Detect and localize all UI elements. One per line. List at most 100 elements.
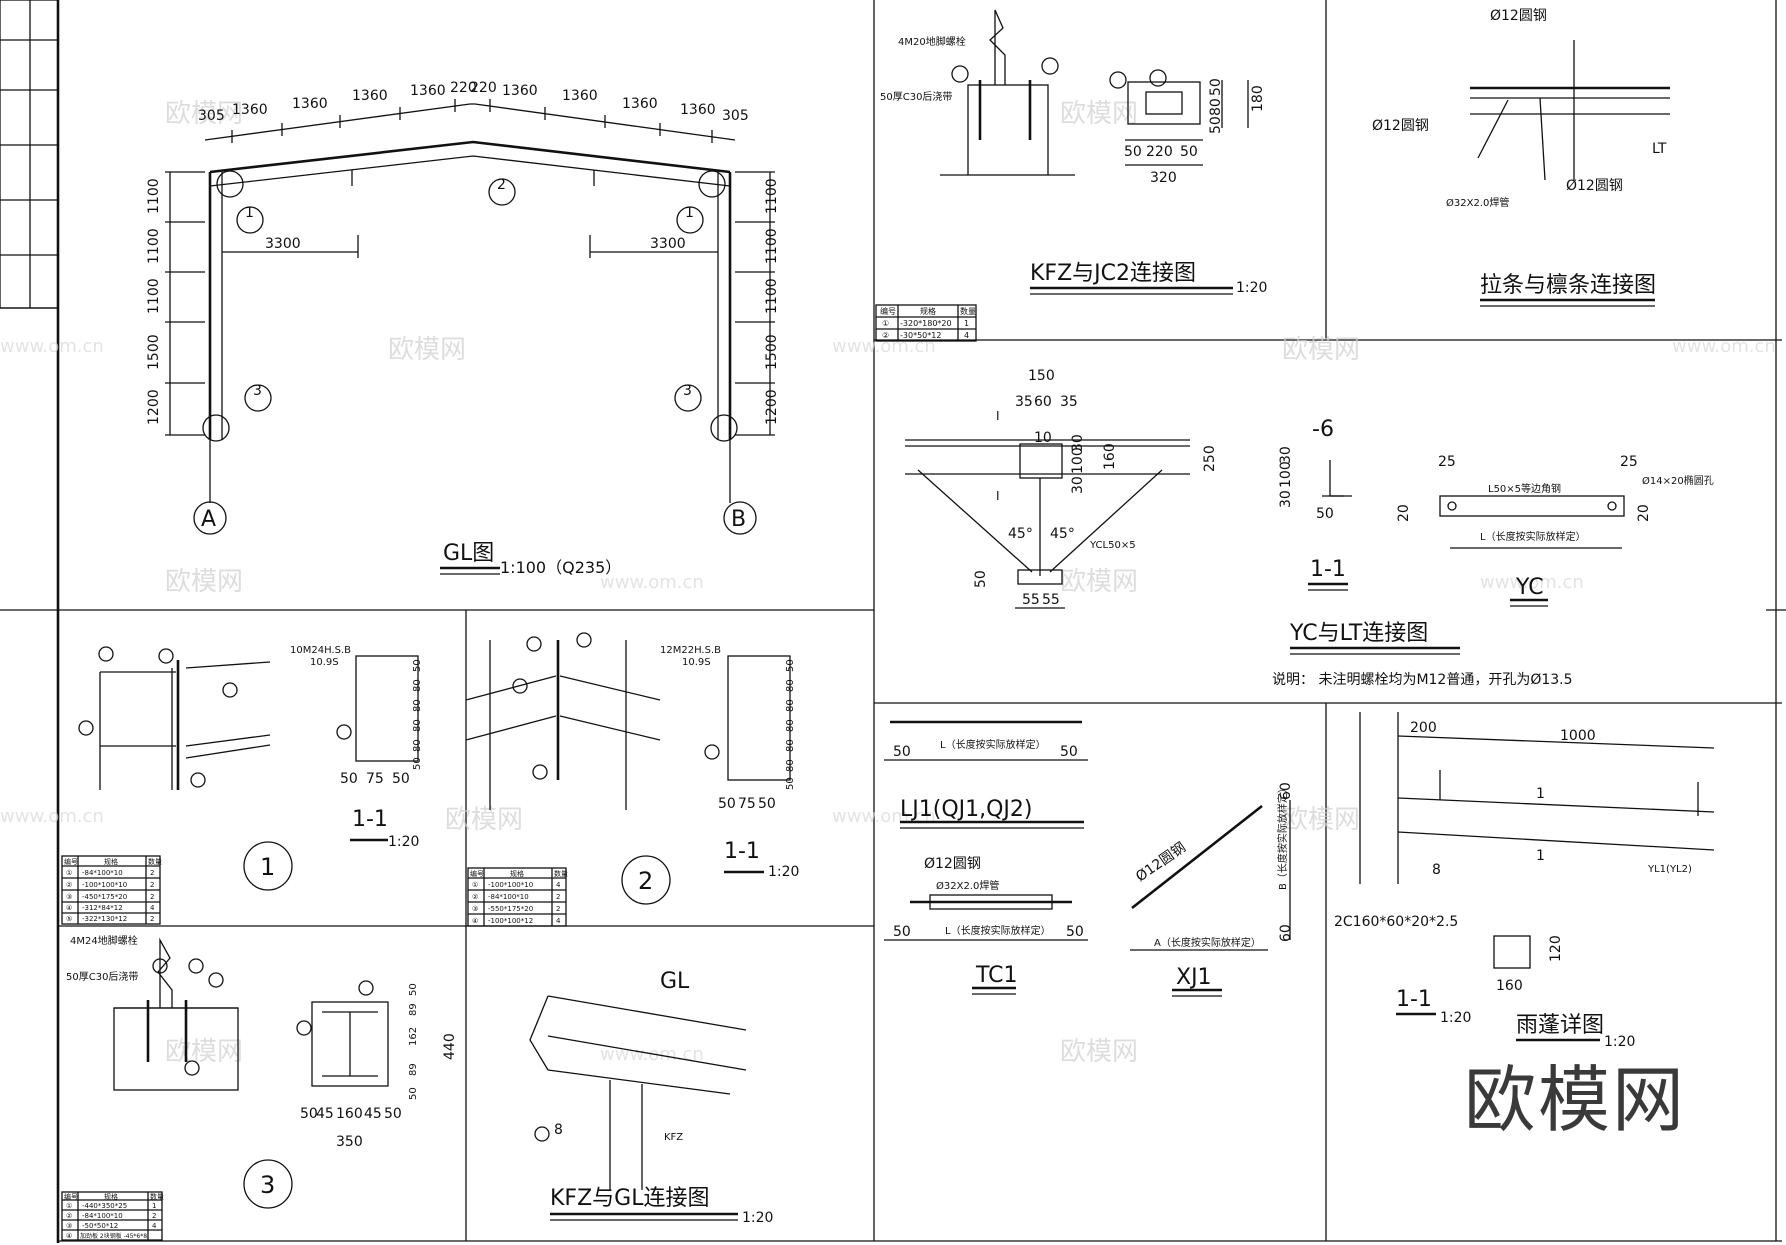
dim-label: 80 <box>785 699 796 712</box>
det1-table: 编号 规格 数量 ① -84*100*10 2 ② -100*100*10 2 … <box>61 855 162 925</box>
table-cell: ② <box>66 1212 72 1220</box>
callout: L（长度按实际放样定） <box>945 924 1051 937</box>
dim-label: 200 <box>1410 720 1437 736</box>
dim-label: 80 <box>785 759 796 772</box>
table-cell: 4 <box>150 904 155 912</box>
angle-label: 45° <box>1008 526 1033 542</box>
detail-circle-label: 2 <box>638 867 653 895</box>
table-cell: 2 <box>556 893 560 901</box>
axis-label: A <box>201 507 216 532</box>
dim-label: 1100 <box>146 178 162 214</box>
dim-label: 60 <box>1034 394 1052 410</box>
kfz-jc2-table: 编号 规格 数量 ① -320*180*20 1 ② -30*50*12 4 <box>875 304 977 342</box>
callout: 12M22H.S.B <box>660 645 721 656</box>
table-head: 规格 <box>510 869 524 878</box>
mark: 1 <box>685 205 694 221</box>
lt-purlin-detail: Ø12圆钢 Ø12圆钢 Ø12圆钢 Ø32X2.0焊管 LT 拉条与檩条连接图 <box>1372 8 1670 307</box>
watermark: 欧模网 <box>1060 567 1138 597</box>
mark: 3 <box>253 383 262 399</box>
dim-label: 80 <box>412 719 423 732</box>
detail-1: 10M24H.S.B 10.9S 50 80 80 80 80 50 50 75… <box>61 645 423 925</box>
callout: Ø12圆钢 <box>1490 8 1547 24</box>
dim-label: 75 <box>738 796 756 812</box>
table-cell: ① <box>882 319 889 328</box>
table-cell: -84*100*10 <box>82 1212 123 1220</box>
dim-label: 1500 <box>764 334 780 370</box>
callout: A（长度按实际放样定） <box>1154 936 1261 949</box>
dim-label: 1100 <box>146 228 162 264</box>
drawing-title: YC与LT连接图 <box>1289 621 1428 646</box>
callout: YL1(YL2) <box>1647 864 1692 875</box>
dim-label: 1360 <box>352 88 388 104</box>
table-cell: 4 <box>556 917 561 925</box>
table-cell: -100*100*10 <box>82 881 127 889</box>
dim-label: 25 <box>1438 454 1456 470</box>
callout: 10.9S <box>310 657 339 668</box>
watermark: 欧模网 <box>1282 335 1360 365</box>
callout: 8 <box>1432 862 1441 878</box>
table-cell: ④ <box>472 917 478 925</box>
dim-label: 162 <box>408 1027 419 1046</box>
watermark: 欧模网 <box>1060 1037 1138 1067</box>
table-cell: ① <box>66 869 72 877</box>
detail-circle-label: 3 <box>260 1171 275 1199</box>
dim-label: 220 <box>450 80 477 96</box>
callout: 2C160*60*20*2.5 <box>1334 914 1458 930</box>
drawing-title: GL图 <box>443 541 494 566</box>
watermark: 欧模网 <box>165 567 243 597</box>
table-cell: -440*350*25 <box>82 1202 127 1210</box>
dim-label: 45 <box>364 1106 382 1122</box>
table-cell: 2 <box>150 915 154 923</box>
table-cell: 2 <box>556 905 560 913</box>
table-cell: 4 <box>556 881 561 889</box>
section-title: YC <box>1515 575 1544 600</box>
drawing-scale: 1:100（Q235） <box>500 558 621 577</box>
table-cell: 4 <box>964 331 969 340</box>
dim-label: 45 <box>316 1106 334 1122</box>
callout: Ø12圆钢 <box>1566 178 1623 194</box>
table-cell: 2 <box>150 893 154 901</box>
canopy-detail: 200 1000 YL1(YL2) 8 1 1 2C160*60*20*2.5 … <box>1334 712 1715 1050</box>
table-cell: -84*100*10 <box>488 893 529 901</box>
detail-circle-label: 1 <box>260 853 275 881</box>
dim-label: 35 <box>1060 394 1078 410</box>
callout: Ø32X2.0焊管 <box>1446 196 1509 209</box>
table-cell: 1 <box>152 1202 156 1210</box>
dim-label: 25 <box>1620 454 1638 470</box>
dim-label: 50 <box>408 983 419 996</box>
table-cell: -450*175*20 <box>82 893 127 901</box>
dim-label: 1500 <box>146 334 162 370</box>
drawing-title: KFZ与GL连接图 <box>550 1186 709 1211</box>
table-cell: ② <box>472 893 478 901</box>
callout: 4M20地脚螺栓 <box>898 35 966 48</box>
mark: 1 <box>1536 786 1545 802</box>
table-head: 规格 <box>104 1192 118 1201</box>
callout: 50厚C30后浇带 <box>66 970 138 983</box>
dim-label: 160 <box>1102 443 1118 470</box>
dim-label: 50 <box>412 659 423 672</box>
dim-label: 50 <box>718 796 736 812</box>
watermark-url: www.om.cn <box>1480 572 1584 593</box>
callout: B（长度按实际放样定） <box>1276 783 1289 890</box>
dim-label: 50 <box>1316 506 1334 522</box>
watermark-url: www.om.cn <box>0 806 104 827</box>
table-cell: ② <box>882 331 889 340</box>
mark: 2 <box>497 177 506 193</box>
dim-label: 80 <box>412 739 423 752</box>
table-cell: 2 <box>150 881 154 889</box>
sec-label: -6 <box>1312 417 1334 442</box>
table-cell: 4 <box>152 1222 157 1230</box>
kfz-jc2-detail: 4M20地脚螺栓 50厚C30后浇带 50 220 50 320 50 80 5… <box>875 9 1267 342</box>
sec-mark: Ⅰ <box>996 489 1000 503</box>
mark: 1 <box>245 205 254 221</box>
dim-label: 35 <box>1015 394 1033 410</box>
dim-label: 305 <box>198 108 225 124</box>
dim-label: 1200 <box>764 389 780 425</box>
watermarks: 欧模网 欧模网 欧模网 欧模网 欧模网 欧模网 欧模网 欧模网 欧模网 欧模网 … <box>0 99 1776 1142</box>
dim-label: 80 <box>785 739 796 752</box>
table-cell: ① <box>472 881 478 889</box>
drawing-title: LJ1(QJ1,QJ2) <box>900 797 1033 822</box>
watermark: 欧模网 <box>388 335 466 365</box>
dim-label: 60 <box>1278 782 1294 800</box>
